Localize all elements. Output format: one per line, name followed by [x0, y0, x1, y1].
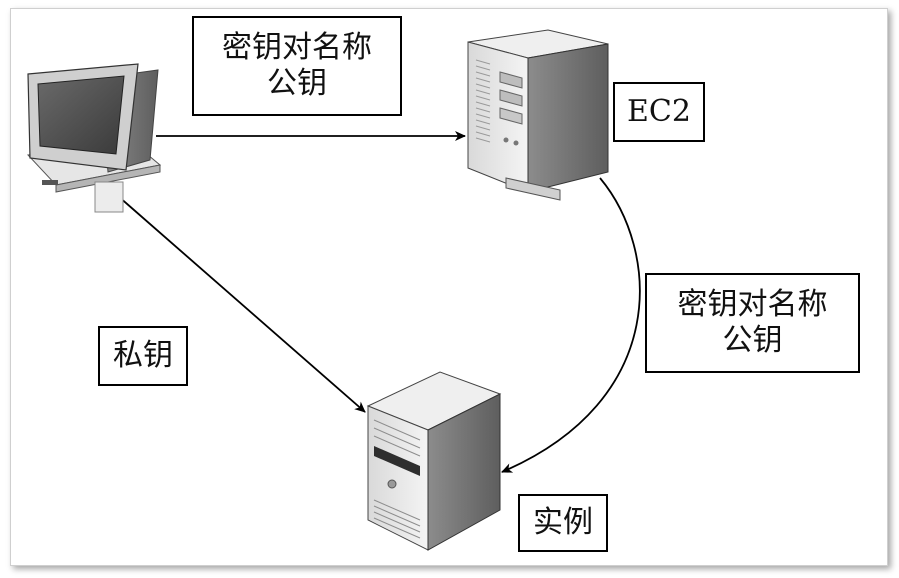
label-public-key-top: 密钥对名称 公钥: [192, 16, 402, 116]
computer-icon: [26, 63, 162, 213]
label-instance: 实例: [518, 494, 608, 552]
label-public-key-right: 密钥对名称 公钥: [645, 273, 860, 373]
label-public-key-top-line1: 密钥对名称: [222, 30, 372, 65]
instance-server-icon: [366, 371, 502, 551]
label-private-key: 私钥: [98, 326, 188, 386]
arrow-computer-to-instance: [117, 195, 366, 413]
label-public-key-right-line2: 公钥: [722, 323, 783, 358]
label-private-key-text: 私钥: [113, 338, 173, 373]
label-ec2-text: EC2: [627, 94, 691, 129]
arrow-ec2-to-instance: [501, 177, 641, 473]
label-public-key-right-line1: 密钥对名称: [677, 287, 828, 322]
ec2-server-icon: [467, 29, 609, 201]
label-instance-text: 实例: [533, 505, 593, 540]
label-ec2: EC2: [613, 82, 705, 142]
label-public-key-top-line2: 公钥: [267, 66, 327, 101]
